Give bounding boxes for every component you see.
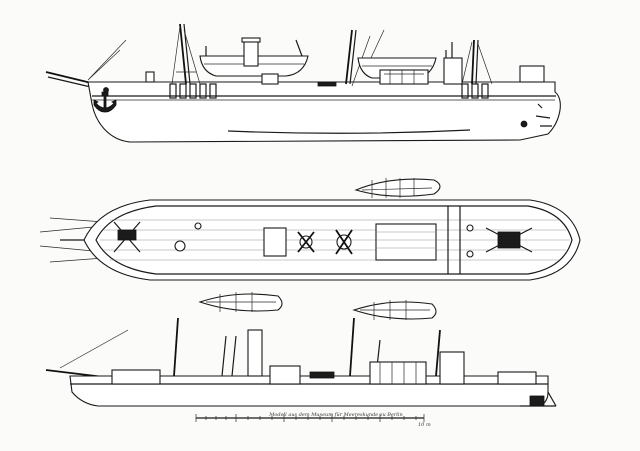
anchor-icon <box>93 87 117 113</box>
side-elevation-view <box>45 23 561 143</box>
steering-gear-icon <box>485 227 533 253</box>
drawing-caption: Modell aus dem Museum für Meereskunde zu… <box>269 412 403 418</box>
scale-bar <box>195 414 425 422</box>
profile-view <box>45 317 557 407</box>
deck-plan-view <box>39 178 581 320</box>
scale-label: 10 m <box>418 422 431 428</box>
winch-icon <box>297 231 315 253</box>
